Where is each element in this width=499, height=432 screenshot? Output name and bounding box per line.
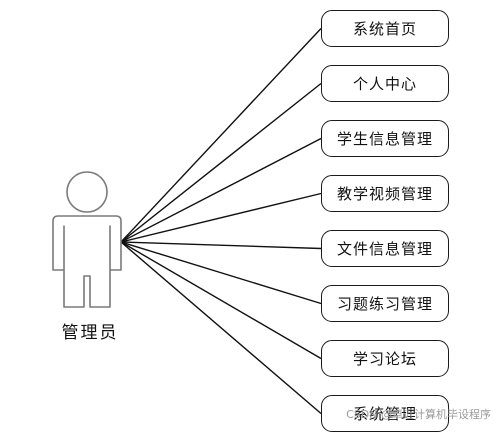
association-line-4 bbox=[120, 192, 322, 243]
association-lines bbox=[120, 28, 322, 415]
use-case-7: 学习论坛 bbox=[321, 340, 449, 377]
actor-figure bbox=[52, 171, 122, 308]
association-line-1 bbox=[120, 28, 322, 243]
use-case-3: 学生信息管理 bbox=[321, 120, 449, 157]
association-line-5 bbox=[120, 241, 322, 250]
association-line-2 bbox=[120, 82, 322, 243]
association-line-7 bbox=[120, 241, 322, 360]
association-line-8 bbox=[120, 241, 322, 415]
association-line-3 bbox=[120, 137, 322, 243]
use-case-5: 文件信息管理 bbox=[321, 230, 449, 267]
actor-label: 管理员 bbox=[61, 323, 119, 343]
actor-head bbox=[66, 171, 108, 213]
use-case-4: 教学视频管理 bbox=[321, 175, 449, 212]
association-line-6 bbox=[120, 241, 322, 305]
use-case-1: 系统首页 bbox=[321, 10, 449, 47]
watermark: CSDN @卓近计算机毕设程序 bbox=[346, 408, 491, 421]
use-case-2: 个人中心 bbox=[321, 65, 449, 102]
actor-body bbox=[52, 215, 122, 308]
use-case-6: 习题练习管理 bbox=[321, 285, 449, 322]
